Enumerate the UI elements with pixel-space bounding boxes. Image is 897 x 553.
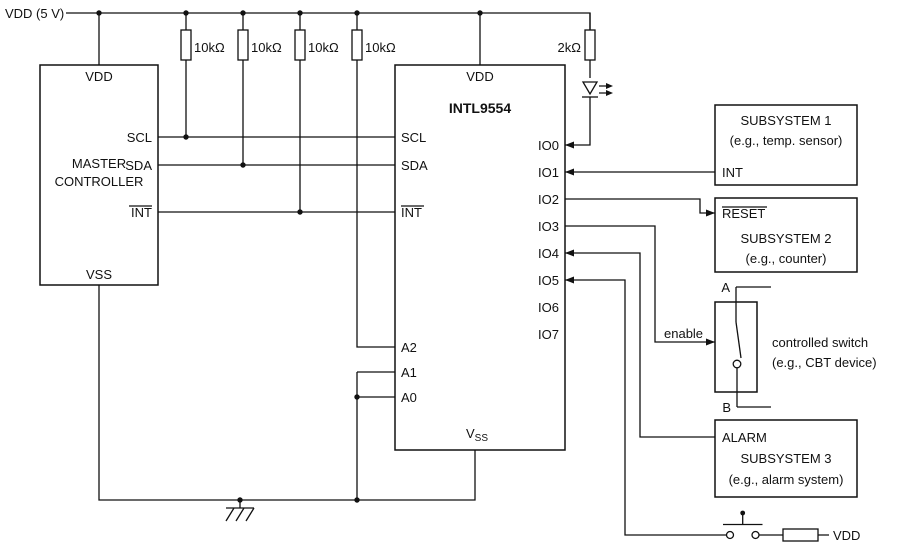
resistor-r1-label: 10kΩ xyxy=(194,40,225,55)
subsystem1-title: SUBSYSTEM 1 xyxy=(740,113,831,128)
resistor-led-label: 2kΩ xyxy=(558,40,582,55)
switch-caption-line2: (e.g., CBT device) xyxy=(772,355,877,370)
chip-vss-pin-label: VSS xyxy=(466,426,488,444)
switch-lever xyxy=(735,321,742,359)
vss-ground-rail-wire xyxy=(98,285,476,501)
master-int-pin-label: INT xyxy=(131,205,152,220)
r4-pullup-a2-wire xyxy=(356,13,395,348)
subsystem2-box xyxy=(714,197,858,273)
io4-alarm-wire xyxy=(565,252,715,438)
io5-pushbutton-wire xyxy=(565,279,727,536)
arrow-into-reset xyxy=(706,209,715,217)
led-emission-lines xyxy=(599,85,607,94)
ground-hatch xyxy=(225,500,255,522)
subsystem2-title: SUBSYSTEM 2 xyxy=(740,231,831,246)
master-scl-pin-label: SCL xyxy=(127,130,152,145)
chip-a2-pin-label: A2 xyxy=(401,340,417,355)
master-controller-box xyxy=(39,64,159,286)
resistor-r1-icon xyxy=(180,29,192,61)
switch-contact xyxy=(732,359,742,369)
resistor-r3-label: 10kΩ xyxy=(308,40,339,55)
resistor-symbols xyxy=(180,29,819,542)
active-low-overlines xyxy=(129,205,767,208)
subsystem3-title: SUBSYSTEM 3 xyxy=(740,451,831,466)
controlled-switch-icon xyxy=(732,286,771,408)
pushbutton-icon xyxy=(723,510,763,540)
led-emission-arrowhead-2 xyxy=(606,90,613,96)
pushbutton-contact-right xyxy=(751,530,760,540)
switch-terminal-b-wire xyxy=(736,368,771,408)
arrow-into-io1 xyxy=(565,168,574,176)
pushbutton-actuator-tip xyxy=(740,510,746,516)
chip-name: INTL9554 xyxy=(449,100,511,116)
io2-reset-wire xyxy=(565,198,715,214)
led-emission-arrowhead-1 xyxy=(606,83,613,89)
arrow-into-io5 xyxy=(565,276,574,284)
resistor-r4-label: 10kΩ xyxy=(365,40,396,55)
resistor-r2-label: 10kΩ xyxy=(251,40,282,55)
master-title-line2: CONTROLLER xyxy=(55,174,144,189)
enable-signal-label: enable xyxy=(664,326,703,341)
subsystem3-box xyxy=(714,419,858,498)
chip-io4-pin-label: IO4 xyxy=(538,246,559,261)
chip-io3-pin-label: IO3 xyxy=(538,219,559,234)
master-vss-pin-label: VSS xyxy=(86,267,112,282)
master-vdd-pin-label: VDD xyxy=(85,69,112,84)
pushbutton-vdd-label: VDD xyxy=(833,528,860,543)
led-icon xyxy=(581,81,613,98)
chip-io1-pin-label: IO1 xyxy=(538,165,559,180)
led-triangle xyxy=(581,81,599,96)
chip-io6-pin-label: IO6 xyxy=(538,300,559,315)
subsystem2-reset-pin-label: RESET xyxy=(722,206,765,221)
chip-a0-pin-label: A0 xyxy=(401,390,417,405)
io0-led-wire xyxy=(565,97,591,146)
subsystem1-subtitle: (e.g., temp. sensor) xyxy=(730,133,843,148)
switch-terminal-a-label: A xyxy=(721,280,730,295)
resistor-r4-icon xyxy=(351,29,363,61)
master-title-line1: MASTER xyxy=(72,156,126,171)
chip-vdd-pin-label: VDD xyxy=(466,69,493,84)
subsystem3-alarm-pin-label: ALARM xyxy=(722,430,767,445)
subsystem3-subtitle: (e.g., alarm system) xyxy=(729,472,844,487)
signal-arrows xyxy=(565,141,715,346)
chip-int-pin-label: INT xyxy=(401,205,422,220)
resistor-r3-icon xyxy=(294,29,306,61)
arrow-into-io4 xyxy=(565,249,574,257)
chip-io5-pin-label: IO5 xyxy=(538,273,559,288)
chip-a1-pin-label: A1 xyxy=(401,365,417,380)
subsystem1-int-pin-label: INT xyxy=(722,165,743,180)
controlled-switch-box xyxy=(714,301,758,393)
pushbutton-actuator xyxy=(723,515,763,526)
a1-a0-ground-wire xyxy=(356,371,395,500)
pushbutton-contact-left xyxy=(725,530,735,540)
vdd-rail-label: VDD (5 V) xyxy=(5,6,64,21)
io3-enable-wire xyxy=(565,225,715,343)
switch-terminal-a-wire xyxy=(735,286,771,322)
chip-io2-pin-label: IO2 xyxy=(538,192,559,207)
chip-io0-pin-label: IO0 xyxy=(538,138,559,153)
resistor-pushbutton-icon xyxy=(782,528,819,542)
vdd-rail-wire xyxy=(66,12,591,30)
subsystem2-subtitle: (e.g., counter) xyxy=(746,251,827,266)
arrow-into-io0 xyxy=(565,141,574,149)
resistor-led-icon xyxy=(584,29,596,61)
master-sda-pin-label: SDA xyxy=(125,158,152,173)
resistor-r2-icon xyxy=(237,29,249,61)
chip-scl-pin-label: SCL xyxy=(401,130,426,145)
ground-icon xyxy=(225,500,255,522)
junction-dots xyxy=(96,10,483,503)
switch-caption-line1: controlled switch xyxy=(772,335,868,350)
chip-sda-pin-label: SDA xyxy=(401,158,428,173)
switch-terminal-b-label: B xyxy=(722,400,731,415)
io-expander-chip-box xyxy=(394,64,566,451)
subsystem1-box xyxy=(714,104,858,186)
chip-io7-pin-label: IO7 xyxy=(538,327,559,342)
arrow-into-enable xyxy=(706,338,715,346)
